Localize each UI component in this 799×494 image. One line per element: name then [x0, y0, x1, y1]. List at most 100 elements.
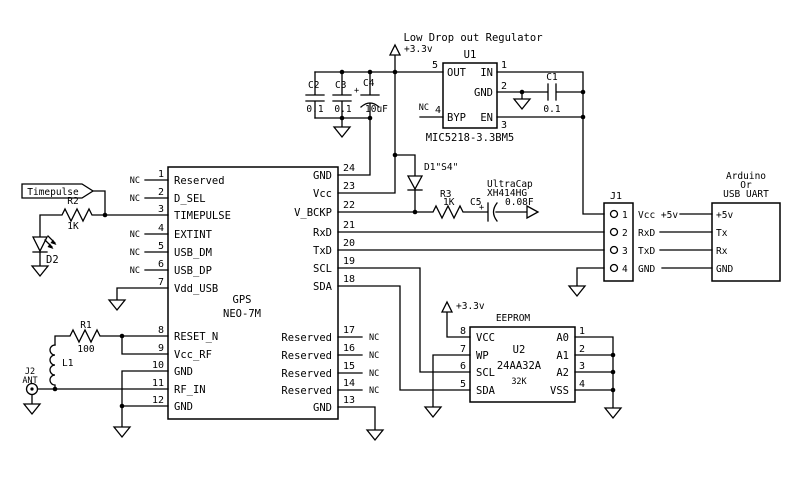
gps-pin-label: Reserved	[281, 350, 332, 362]
gps-name-2: NEO-7M	[223, 308, 261, 320]
d2-label: D2	[46, 254, 59, 266]
gps-pin-label: RxD	[313, 227, 332, 239]
gps-pin-label: SCL	[313, 263, 332, 275]
c5-name: UltraCap	[487, 179, 533, 190]
gps-pin-label: GND	[174, 401, 193, 413]
gps-pin-label: GND	[313, 170, 332, 182]
gps-pin-label: GND	[313, 402, 332, 414]
gps-pin-num: 6	[158, 259, 164, 270]
eeprom-pin-label: A0	[556, 332, 569, 344]
eeprom-pin-num: 3	[579, 361, 585, 372]
gps-pin-num: 8	[158, 325, 164, 336]
gps-pin-label: Vcc_RF	[174, 349, 212, 361]
c1-ref: C1	[546, 72, 558, 83]
u1-pin-num-byp: 4	[435, 105, 441, 116]
u1-regulator-body	[442, 62, 498, 129]
gps-pin-num: 3	[158, 204, 164, 215]
eeprom-pin-label: SDA	[476, 385, 496, 397]
gps-pin-num: 16	[343, 343, 355, 354]
u1-pin-num-en: 3	[501, 120, 507, 131]
u1-byp-nc: NC	[419, 103, 429, 113]
eeprom-title: EEPROM	[496, 313, 531, 324]
gps-pin-num: 23	[343, 181, 355, 192]
gps-pin-label: TxD	[313, 245, 332, 257]
eeprom-pin-label: SCL	[476, 367, 495, 379]
gps-pin-num: 14	[343, 378, 355, 389]
gps-pin-label: EXTINT	[174, 229, 213, 241]
r1-val: 100	[77, 344, 94, 355]
eeprom-part: 24AA32A	[497, 360, 542, 372]
nc-label: NC	[369, 386, 379, 396]
u1-ref: U1	[464, 49, 477, 61]
c4-ref: C4	[363, 78, 375, 89]
timepulse-flag-label: Timepulse	[27, 187, 79, 198]
antenna-connector-j2	[25, 382, 39, 396]
gps-pin-num: 4	[158, 223, 164, 234]
arduino-pin-label: Tx	[716, 228, 728, 239]
u1-part: MIC5218-3.3BM5	[426, 132, 515, 144]
arduino-pin-label: +5v	[716, 210, 733, 221]
u1-pin-out: OUT	[447, 67, 467, 79]
nc-label: NC	[369, 333, 379, 343]
junction-dots	[52, 69, 616, 409]
c4-polarity: +	[354, 86, 359, 96]
j1-pin-label: Vcc +5v	[638, 210, 678, 221]
j1-pin-circles	[609, 209, 619, 273]
nc-label: NC	[369, 369, 379, 379]
gps-pin-num: 5	[158, 241, 164, 252]
l1-label: L1	[62, 358, 74, 369]
r3-val: 1K	[443, 197, 455, 208]
ultracap-arrow	[526, 204, 540, 220]
c5-val: 0.08F	[505, 197, 534, 208]
c3-ref: C3	[335, 80, 346, 91]
arduino-pin-label: Rx	[716, 246, 728, 257]
nc-label: NC	[130, 266, 140, 276]
arduino-title-1: Arduino	[726, 171, 766, 182]
gps-pin-label: GND	[174, 366, 193, 378]
arduino-body	[711, 202, 781, 282]
gps-pin-label: Vdd_USB	[174, 283, 218, 295]
j1-pin-num: 1	[622, 210, 628, 221]
gps-pin-num: 2	[158, 187, 164, 198]
gps-pin-label: Reserved	[281, 368, 332, 380]
gps-name-1: GPS	[233, 294, 252, 306]
u1-pin-byp: BYP	[447, 112, 466, 124]
nc-label: NC	[130, 230, 140, 240]
arduino-title-2: Or	[740, 180, 752, 191]
j1-ref: J1	[610, 191, 622, 202]
v33-label-regulator: +3.3v	[404, 44, 433, 55]
c2-ref: C2	[308, 80, 319, 91]
gps-pin-label: RF_IN	[174, 384, 206, 396]
j1-pin-num: 2	[622, 228, 628, 239]
j2-ref: J2	[25, 367, 35, 377]
eeprom-size: 32K	[511, 377, 527, 387]
gps-pin-num: 1	[158, 169, 164, 180]
gps-pin-label: USB_DP	[174, 265, 212, 277]
u1-pin-num-in: 1	[501, 60, 507, 71]
r2-ref: R2	[67, 196, 78, 207]
gps-pin-num: 17	[343, 325, 355, 336]
c4-val: 10uF	[365, 104, 388, 115]
u1-pin-gnd: GND	[474, 87, 493, 99]
c2-val: 0.1	[306, 104, 323, 115]
eeprom-pin-label: A2	[556, 367, 569, 379]
gps-pin-label: V_BCKP	[294, 207, 332, 219]
j1-pin-label: GND	[638, 264, 655, 275]
j2-label: ANT	[22, 376, 37, 386]
gps-pin-num: 13	[343, 395, 355, 406]
v33-label-eeprom: +3.3v	[456, 301, 485, 312]
v33-arrow-regulator	[388, 43, 402, 56]
gps-pin-label: SDA	[313, 281, 333, 293]
arduino-pin-label: GND	[716, 264, 733, 275]
eeprom-pin-num: 8	[460, 326, 466, 337]
gps-pin-num: 19	[343, 256, 355, 267]
gps-pin-label: Reserved	[174, 175, 225, 187]
gps-pin-label: D_SEL	[174, 193, 206, 205]
j1-pin-label: TxD	[638, 246, 655, 257]
u1-pin-num-out: 5	[432, 60, 438, 71]
ground-symbols	[22, 98, 623, 442]
arduino-title-3: USB UART	[723, 189, 769, 200]
gps-pin-label: Reserved	[281, 385, 332, 397]
j1-pin-num: 3	[622, 246, 628, 257]
